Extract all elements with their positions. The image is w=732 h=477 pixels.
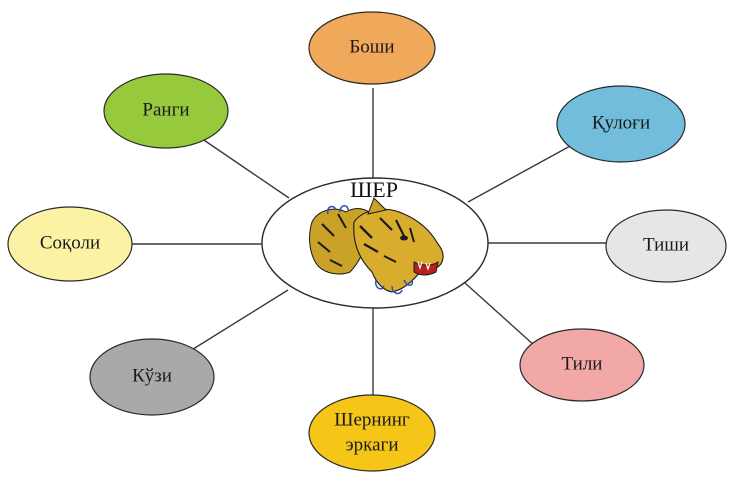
edge-rangi <box>194 133 290 199</box>
node-tili-shape <box>519 328 645 402</box>
edge-qulogi <box>467 144 573 203</box>
node-tili: Тили <box>519 328 645 402</box>
node-kozi-shape <box>89 338 215 416</box>
node-boshi: Боши <box>308 11 436 85</box>
node-qulogi-shape <box>556 85 686 163</box>
node-rangi: Ранги <box>103 73 229 149</box>
node-rangi-label: Ранги <box>142 99 189 120</box>
node-qulogi-label: Қулоғи <box>592 112 650 133</box>
tiger-head-image <box>309 197 444 295</box>
node-soqoli-shape <box>7 206 133 282</box>
node-rangi-shape <box>103 73 229 149</box>
node-kozi: Кўзи <box>89 338 215 416</box>
edge-kozi <box>189 289 289 352</box>
node-sherning-label-line2: эркаги <box>346 434 399 455</box>
node-soqoli: Соқоли <box>7 206 133 282</box>
node-boshi-shape <box>308 11 436 85</box>
node-sherning-label-line1: Шернинг <box>334 409 410 430</box>
center-node: ШЕР <box>261 177 489 309</box>
node-sherning-shape <box>308 394 436 472</box>
node-tishi-label: Тиши <box>643 234 689 255</box>
edges <box>132 88 610 397</box>
edge-tili <box>464 282 536 347</box>
node-qulogi: Қулоғи <box>556 85 686 163</box>
node-kozi-label: Кўзи <box>132 365 172 386</box>
node-boshi-label: Боши <box>349 36 394 57</box>
node-tishi-shape <box>605 209 727 283</box>
node-soqoli-label: Соқоли <box>40 232 100 253</box>
node-sherning-erkagi: Шернинг эркаги <box>308 394 436 472</box>
node-tishi: Тиши <box>605 209 727 283</box>
node-tili-label: Тили <box>562 353 603 374</box>
